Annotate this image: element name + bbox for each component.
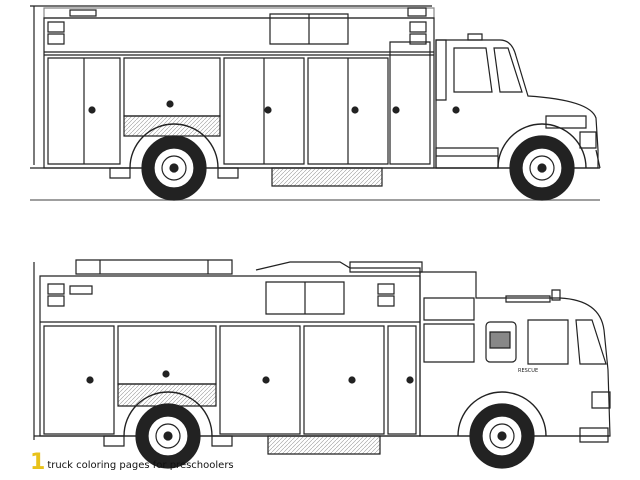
bottom-truck-rear-wheel bbox=[124, 392, 212, 468]
top-truck-compartments bbox=[48, 42, 430, 164]
bottom-truck-compartments bbox=[44, 326, 416, 434]
top-truck-roof bbox=[30, 6, 434, 18]
top-truck-cab bbox=[436, 34, 600, 168]
bottom-truck-cab: RESCUE bbox=[420, 272, 610, 436]
bottom-truck-body bbox=[40, 276, 420, 436]
fire-truck-top bbox=[30, 6, 600, 200]
bottom-truck-front-wheel bbox=[458, 392, 546, 468]
caption-number-badge: 1 bbox=[30, 450, 46, 475]
bottom-truck-roof bbox=[34, 260, 422, 440]
door-text: RESCUE bbox=[518, 368, 538, 374]
fire-truck-bottom: RESCUE bbox=[34, 260, 610, 468]
caption-text: truck coloring pages for preschoolers bbox=[47, 460, 234, 471]
top-truck-body bbox=[34, 6, 434, 168]
top-truck-front-wheel bbox=[498, 124, 586, 200]
top-truck-rear-wheel bbox=[130, 124, 218, 200]
caption: 1 truck coloring pages for preschoolers bbox=[30, 452, 234, 474]
